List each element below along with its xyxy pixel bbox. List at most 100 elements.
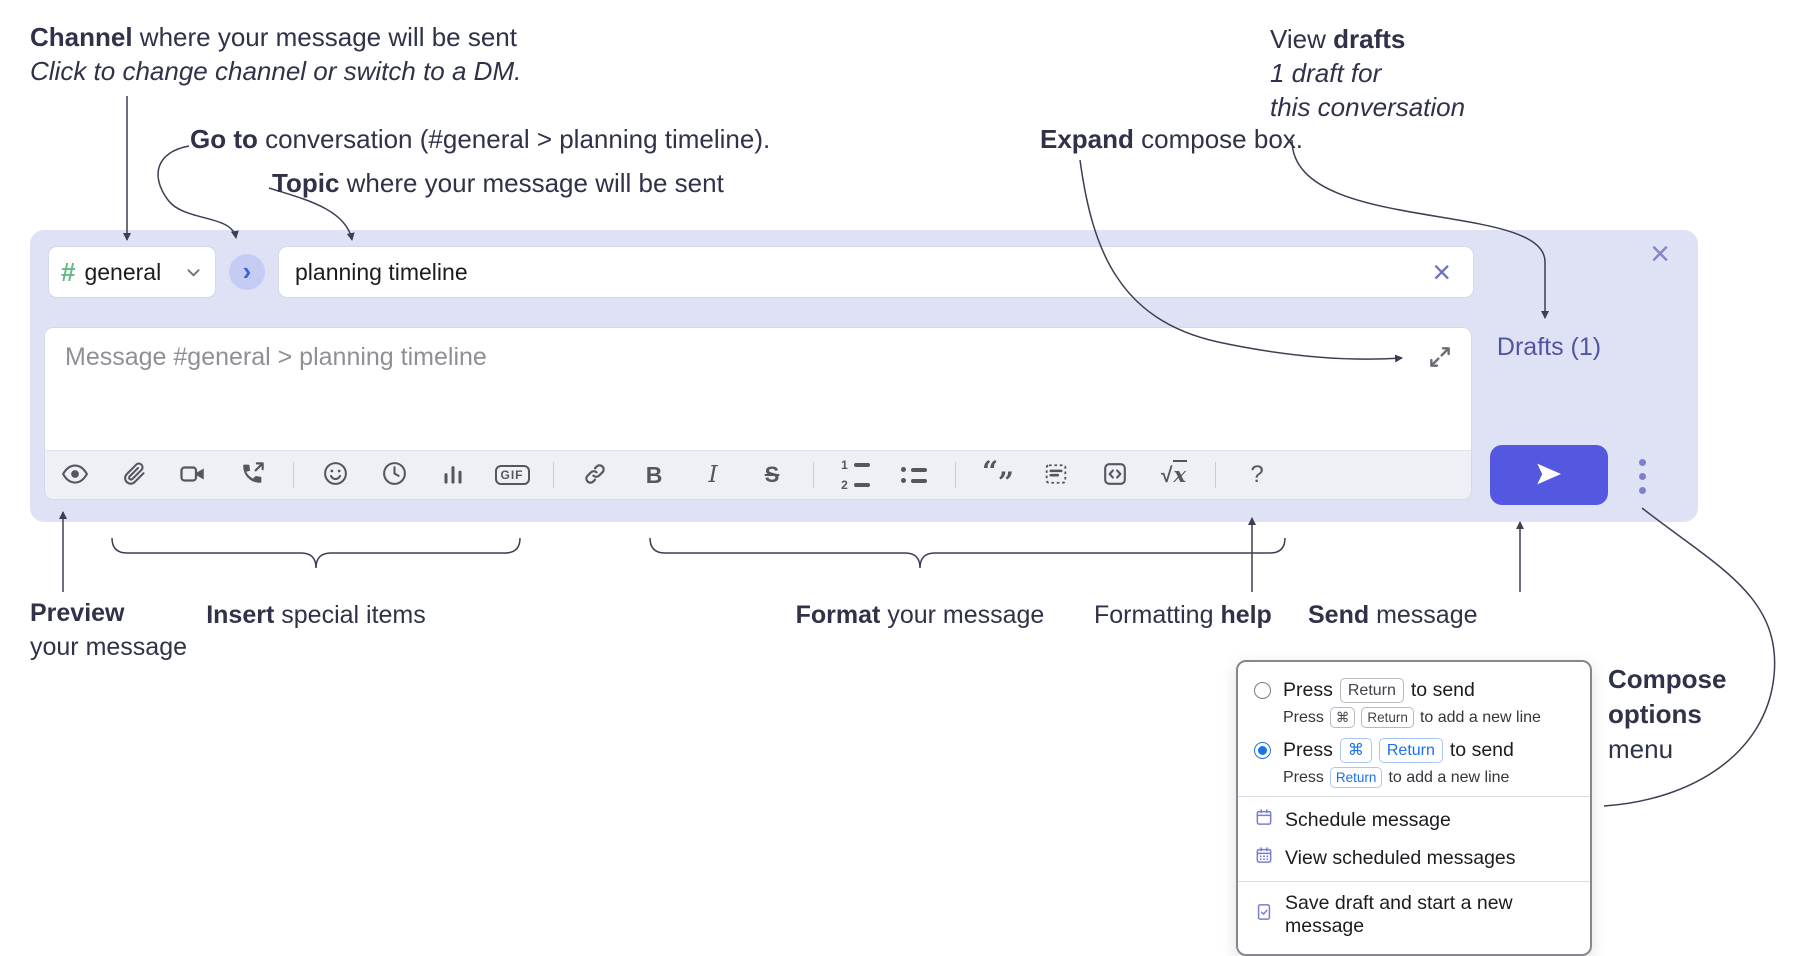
close-compose-button[interactable]: × (1644, 236, 1676, 272)
annotation-channel: Channel where your message will be sent … (30, 22, 522, 86)
return-key: Return (1329, 767, 1383, 788)
annotation-preview: Preview your message (30, 599, 188, 661)
clear-topic-button[interactable]: × (1426, 256, 1457, 288)
return-key: Return (1361, 707, 1414, 728)
recent-items-button[interactable] (376, 457, 412, 493)
attach-file-button[interactable] (116, 457, 152, 493)
compose-toolbar: GIF B I S 1 2 (45, 450, 1471, 499)
bulleted-list-icon (901, 467, 927, 483)
formatting-help-button[interactable]: ? (1239, 457, 1275, 493)
goto-chevron-icon: › (242, 255, 252, 286)
preview-button[interactable] (57, 457, 93, 493)
goto-conversation-button[interactable]: › (229, 254, 265, 290)
schedule-section: Schedule message View scheduled messages (1238, 796, 1590, 881)
calendar-grid-icon (1254, 845, 1274, 871)
view-scheduled-messages-item[interactable]: View scheduled messages (1238, 839, 1590, 877)
poll-button[interactable] (435, 457, 471, 493)
brace-insert (111, 537, 521, 569)
video-camera-icon (178, 459, 208, 492)
ordered-list-icon: 1 2 (841, 458, 870, 492)
annotation-topic: Topic where your message will be sent (272, 168, 724, 198)
italic-button[interactable]: I (695, 457, 731, 493)
message-box: Message #general > planning timeline (44, 327, 1472, 500)
channel-hash-icon: # (61, 256, 76, 287)
save-draft-section: Save draft and start a new message (1238, 881, 1590, 948)
paperclip-icon (120, 460, 148, 491)
link-icon (581, 460, 609, 491)
expand-icon (1427, 347, 1453, 373)
send-button[interactable] (1490, 445, 1608, 505)
send-option-cmd-return[interactable]: Press ⌘ Return to send Press Return to a… (1238, 732, 1590, 792)
compose-header-row: # general › planning timeline × (48, 246, 1474, 298)
emoji-button[interactable] (317, 457, 353, 493)
drafts-link[interactable]: Drafts (1) (1479, 332, 1619, 363)
compose-options-button[interactable] (1630, 448, 1654, 504)
annotation-expand: Expand compose box. (1040, 124, 1304, 154)
bold-icon: B (645, 461, 663, 488)
square-root-icon: √x (1160, 460, 1188, 487)
strikethrough-button[interactable]: S (754, 457, 790, 493)
video-clip-button[interactable] (175, 457, 211, 493)
topic-value: planning timeline (295, 258, 468, 285)
return-key: Return (1378, 738, 1443, 763)
cmd-key: ⌘ (1339, 738, 1372, 763)
toolbar-divider (293, 462, 294, 488)
toolbar-divider (813, 462, 814, 488)
toolbar-divider (1215, 462, 1216, 488)
bulleted-list-button[interactable] (896, 457, 932, 493)
return-key: Return (1339, 678, 1404, 703)
gif-icon: GIF (494, 465, 530, 485)
topic-input[interactable]: planning timeline × (278, 246, 1474, 298)
code-block-button[interactable] (1038, 457, 1074, 493)
code-block-icon (1042, 460, 1070, 491)
ordered-list-button[interactable]: 1 2 (837, 457, 873, 493)
toolbar-divider (553, 462, 554, 488)
annotation-goto: Go to conversation (#general > planning … (190, 124, 771, 154)
question-mark-icon: ? (1250, 461, 1264, 488)
brace-format (649, 537, 1286, 569)
cmd-key: ⌘ (1329, 707, 1356, 728)
schedule-message-item[interactable]: Schedule message (1238, 801, 1590, 839)
kebab-dot (1638, 472, 1646, 480)
message-input[interactable]: Message #general > planning timeline (65, 343, 487, 371)
audio-clip-button[interactable] (234, 457, 270, 493)
bold-button[interactable]: B (636, 457, 672, 493)
clock-icon (380, 459, 409, 491)
annotation-compose-options: Compose options menu (1608, 664, 1727, 764)
annotation-view-drafts: View drafts 1 draft for this conversatio… (1270, 24, 1466, 122)
phone-call-icon (238, 459, 267, 491)
calendar-icon (1254, 807, 1274, 833)
code-icon (1101, 460, 1129, 491)
link-button[interactable] (577, 457, 613, 493)
bar-chart-icon (439, 460, 467, 491)
annotation-formatting-help: Formatting help (1094, 601, 1272, 629)
inline-code-button[interactable] (1097, 457, 1133, 493)
smiley-icon (321, 459, 350, 491)
connector-goto (157, 145, 239, 239)
blockquote-button[interactable]: “” (979, 455, 1015, 499)
expand-compose-button[interactable] (1427, 344, 1453, 373)
save-draft-item[interactable]: Save draft and start a new message (1238, 886, 1590, 944)
chevron-down-icon (184, 263, 203, 282)
annotation-send-message: Send message (1308, 601, 1478, 629)
annotation-format: Format your message (795, 601, 1045, 629)
send-options-section: Press Return to send Press ⌘ Return to a… (1238, 668, 1590, 796)
annotation-insert: Insert special items (206, 601, 426, 629)
kebab-dot (1638, 458, 1646, 466)
radio-selected[interactable] (1254, 742, 1271, 759)
compose-options-menu: Press Return to send Press ⌘ Return to a… (1236, 660, 1592, 956)
send-option-return[interactable]: Press Return to send Press ⌘ Return to a… (1238, 672, 1590, 732)
radio-unselected[interactable] (1254, 682, 1271, 699)
strikethrough-icon: S (764, 462, 780, 487)
document-check-icon (1254, 902, 1274, 928)
formula-button[interactable]: √x (1156, 457, 1192, 493)
toolbar-divider (955, 462, 956, 488)
channel-selector[interactable]: # general (48, 246, 216, 298)
channel-name: general (84, 258, 162, 285)
send-icon (1533, 458, 1565, 493)
kebab-dot (1638, 486, 1646, 494)
italic-icon: I (708, 462, 718, 488)
blockquote-icon: “” (982, 455, 1014, 499)
eye-icon (60, 459, 90, 492)
gif-button[interactable]: GIF (494, 457, 530, 493)
